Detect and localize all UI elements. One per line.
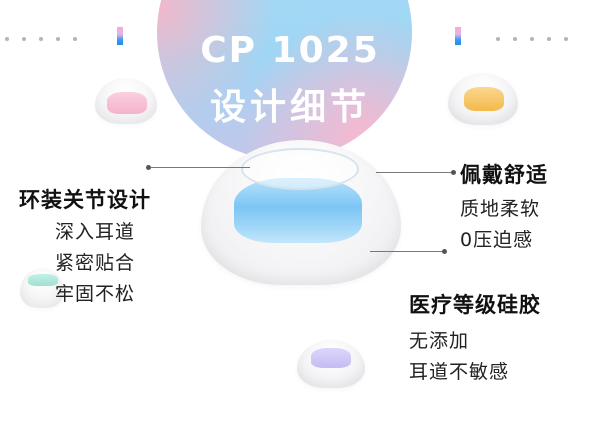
green-eartip-image bbox=[20, 268, 64, 308]
callout-dot-right-top bbox=[451, 170, 456, 175]
feature-line: 0压迫感 bbox=[460, 229, 534, 251]
feature-line: 深入耳道 bbox=[55, 221, 136, 243]
callout-line-left bbox=[150, 167, 250, 168]
decorative-dots-right bbox=[496, 37, 568, 41]
feature-heading: 医疗等级硅胶 bbox=[409, 293, 541, 317]
decorative-dots-left bbox=[5, 37, 77, 41]
hero-model-title: CP 1025 bbox=[200, 30, 380, 71]
main-eartip-image bbox=[201, 140, 401, 285]
orange-eartip-image bbox=[448, 73, 518, 125]
callout-dot-left bbox=[146, 165, 151, 170]
hero-subtitle: 设计细节 bbox=[209, 87, 370, 128]
callout-line-right-bottom bbox=[370, 251, 445, 252]
feature-line: 牢固不松 bbox=[55, 283, 136, 305]
feature-line: 耳道不敏感 bbox=[409, 361, 510, 383]
callout-line-right-top bbox=[376, 172, 454, 173]
feature-comfort: 佩戴舒适 质地柔软 0压迫感 bbox=[460, 162, 548, 256]
feature-ring-joint-design: 环装关节设计 深入耳道 紧密贴合 牢固不松 bbox=[19, 187, 151, 310]
feature-line: 紧密贴合 bbox=[55, 252, 136, 274]
feature-heading: 佩戴舒适 bbox=[460, 163, 548, 187]
accent-bar-left bbox=[117, 27, 123, 45]
accent-bar-right bbox=[455, 27, 461, 45]
feature-heading: 环装关节设计 bbox=[19, 188, 151, 212]
purple-eartip-image bbox=[297, 340, 365, 388]
feature-line: 质地柔软 bbox=[460, 198, 541, 220]
feature-medical-silicone: 医疗等级硅胶 无添加 耳道不敏感 bbox=[409, 292, 541, 388]
feature-line: 无添加 bbox=[409, 330, 470, 352]
callout-dot-right-bottom bbox=[442, 249, 447, 254]
pink-eartip-image bbox=[95, 78, 157, 124]
